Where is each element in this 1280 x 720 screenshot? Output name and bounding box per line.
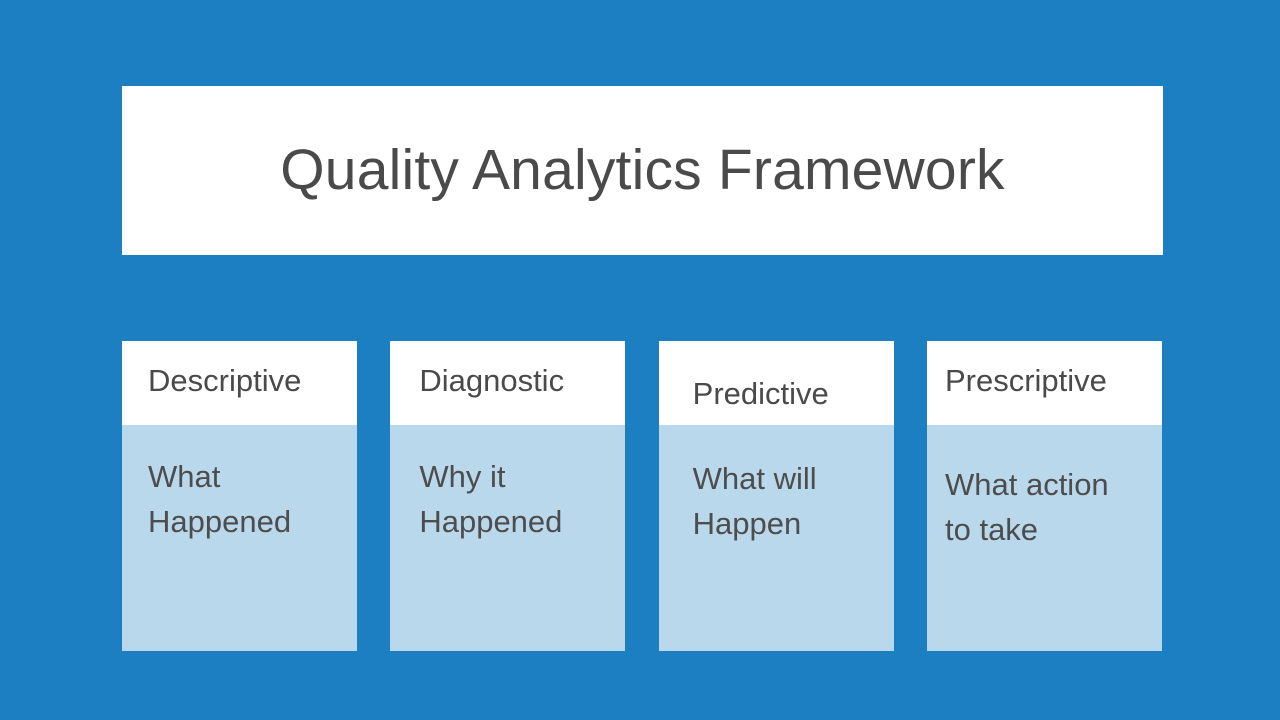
card-body-descriptive: What Happened xyxy=(122,425,357,651)
analytics-card-row: Descriptive What Happened Diagnostic Why… xyxy=(122,341,1162,651)
card-body-prescriptive: What action to take xyxy=(926,425,1162,651)
page-title: Quality Analytics Framework xyxy=(280,138,1005,203)
card-title-diagnostic: Diagnostic xyxy=(419,362,565,398)
card-header-prescriptive: Prescriptive xyxy=(926,341,1162,425)
analytics-card-diagnostic[interactable]: Diagnostic Why it Happened xyxy=(390,341,626,651)
card-description-diagnostic: Why it Happened xyxy=(419,459,563,539)
analytics-card-prescriptive[interactable]: Prescriptive What action to take xyxy=(926,341,1162,651)
card-description-predictive: What will Happen xyxy=(692,461,817,541)
card-description-descriptive: What Happened xyxy=(148,459,292,539)
card-header-descriptive: Descriptive xyxy=(122,341,357,425)
card-header-predictive: Predictive xyxy=(658,341,894,425)
title-banner: Quality Analytics Framework xyxy=(122,86,1163,255)
card-body-predictive: What will Happen xyxy=(658,425,894,651)
card-title-predictive: Predictive xyxy=(692,376,829,412)
card-title-descriptive: Descriptive xyxy=(148,362,302,398)
analytics-card-descriptive[interactable]: Descriptive What Happened xyxy=(122,341,357,651)
analytics-card-predictive[interactable]: Predictive What will Happen xyxy=(658,341,894,651)
card-body-diagnostic: Why it Happened xyxy=(390,425,626,651)
card-description-prescriptive: What action to take xyxy=(944,467,1109,547)
card-header-diagnostic: Diagnostic xyxy=(390,341,626,425)
card-title-prescriptive: Prescriptive xyxy=(944,362,1107,398)
